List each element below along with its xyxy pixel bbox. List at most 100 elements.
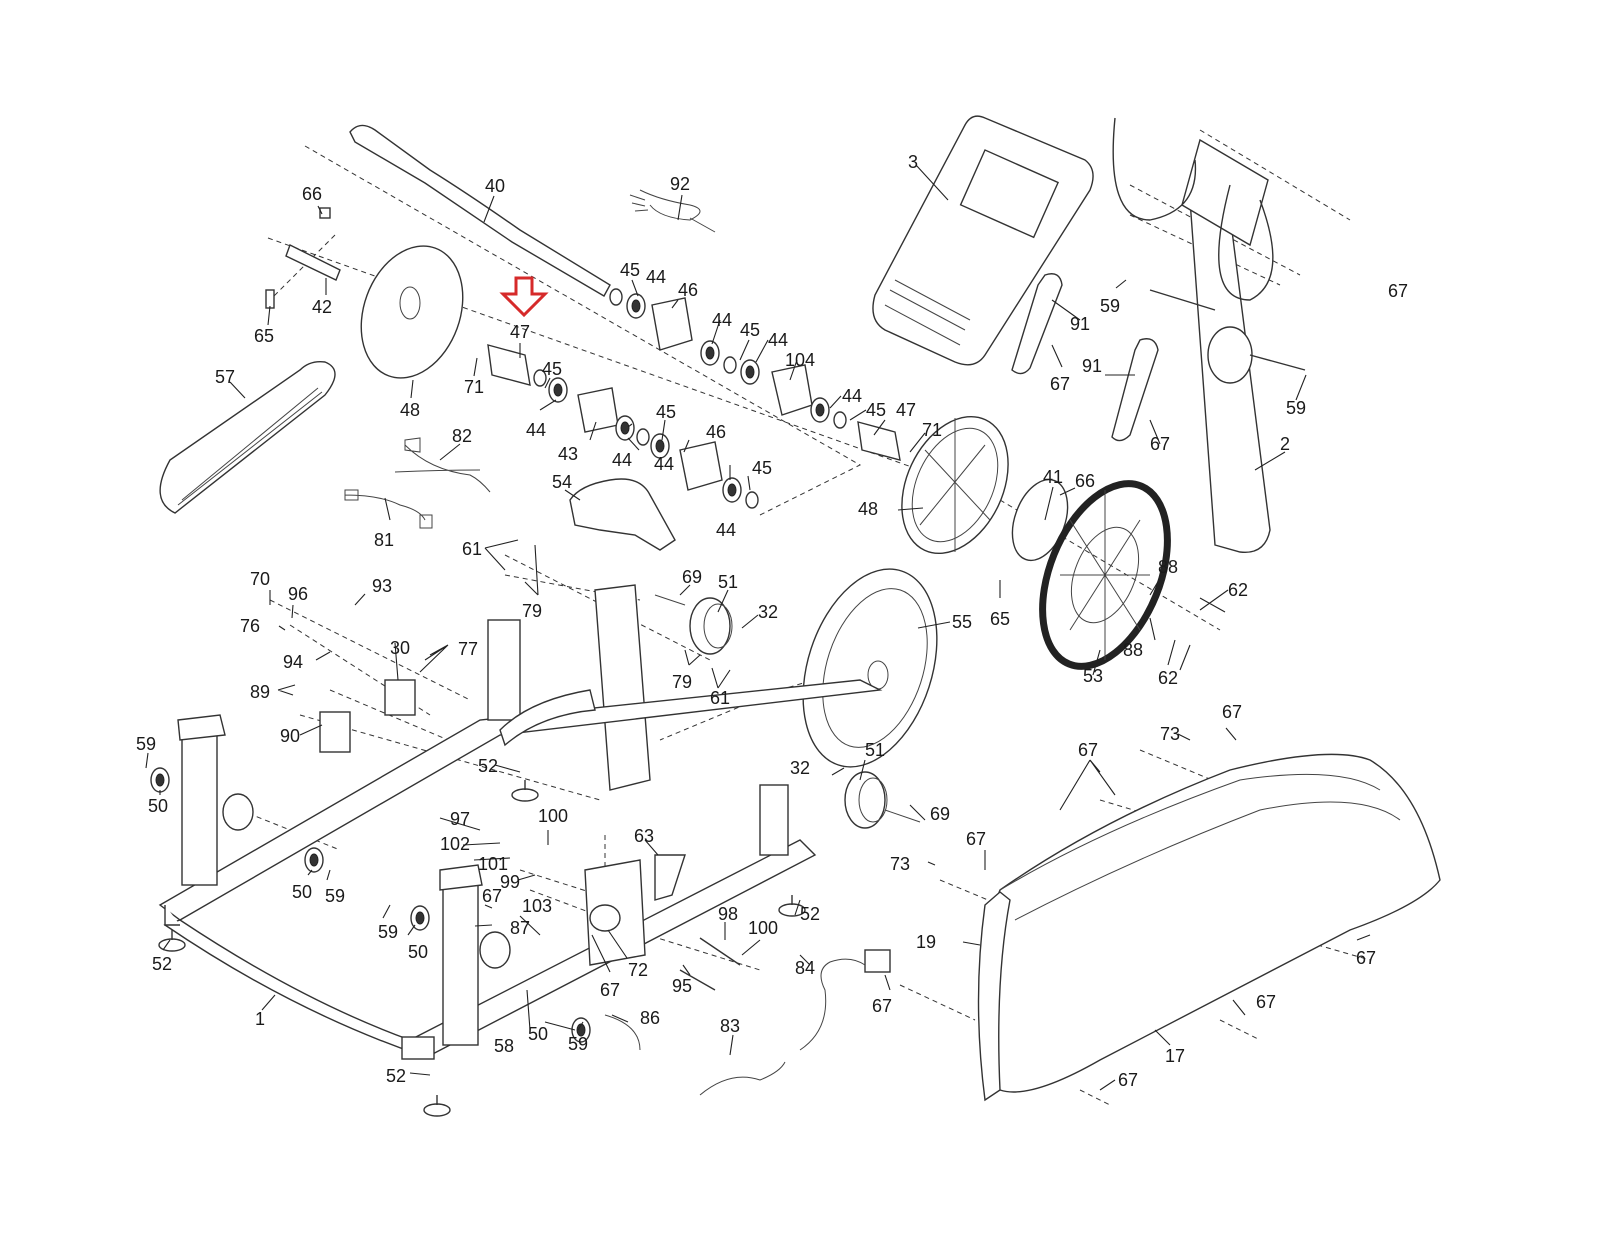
callout-67[interactable]: 67 <box>482 886 502 906</box>
callout-52[interactable]: 52 <box>800 904 820 924</box>
callout-50[interactable]: 50 <box>408 942 428 962</box>
callout-47[interactable]: 47 <box>896 400 916 420</box>
callout-72[interactable]: 72 <box>628 960 648 980</box>
callout-73[interactable]: 73 <box>890 854 910 874</box>
callout-48[interactable]: 48 <box>400 400 420 420</box>
callout-90[interactable]: 90 <box>280 726 300 746</box>
callout-42[interactable]: 42 <box>312 297 332 317</box>
callout-67[interactable]: 67 <box>1150 434 1170 454</box>
callout-55[interactable]: 55 <box>952 612 972 632</box>
callout-44[interactable]: 44 <box>716 520 736 540</box>
callout-91[interactable]: 91 <box>1082 356 1102 376</box>
callout-62[interactable]: 62 <box>1228 580 1248 600</box>
callout-50[interactable]: 50 <box>148 796 168 816</box>
callout-77[interactable]: 77 <box>458 639 478 659</box>
callout-44[interactable]: 44 <box>842 386 862 406</box>
callout-45[interactable]: 45 <box>656 402 676 422</box>
callout-67[interactable]: 67 <box>966 829 986 849</box>
callout-3[interactable]: 3 <box>908 152 918 172</box>
callout-84[interactable]: 84 <box>795 958 815 978</box>
callout-103[interactable]: 103 <box>522 896 552 916</box>
callout-76[interactable]: 76 <box>240 616 260 636</box>
callout-61[interactable]: 61 <box>462 539 482 559</box>
callout-46[interactable]: 46 <box>678 280 698 300</box>
callout-100[interactable]: 100 <box>748 918 778 938</box>
callout-54[interactable]: 54 <box>552 472 572 492</box>
callout-44[interactable]: 44 <box>612 450 632 470</box>
callout-79[interactable]: 79 <box>522 601 542 621</box>
callout-69[interactable]: 69 <box>930 804 950 824</box>
callout-19[interactable]: 19 <box>916 932 936 952</box>
callout-104[interactable]: 104 <box>785 350 815 370</box>
callout-63[interactable]: 63 <box>634 826 654 846</box>
callout-44[interactable]: 44 <box>526 420 546 440</box>
callout-32[interactable]: 32 <box>790 758 810 778</box>
callout-62[interactable]: 62 <box>1158 668 1178 688</box>
callout-79[interactable]: 79 <box>672 672 692 692</box>
callout-59[interactable]: 59 <box>136 734 156 754</box>
callout-82[interactable]: 82 <box>452 426 472 446</box>
callout-40[interactable]: 40 <box>485 176 505 196</box>
callout-45[interactable]: 45 <box>620 260 640 280</box>
callout-67[interactable]: 67 <box>1050 374 1070 394</box>
callout-96[interactable]: 96 <box>288 584 308 604</box>
callout-59[interactable]: 59 <box>378 922 398 942</box>
callout-88[interactable]: 88 <box>1123 640 1143 660</box>
callout-50[interactable]: 50 <box>528 1024 548 1044</box>
callout-67[interactable]: 67 <box>1256 992 1276 1012</box>
callout-47[interactable]: 47 <box>510 322 530 342</box>
callout-91[interactable]: 91 <box>1070 314 1090 334</box>
callout-73[interactable]: 73 <box>1160 724 1180 744</box>
callout-48[interactable]: 48 <box>858 499 878 519</box>
callout-87[interactable]: 87 <box>510 918 530 938</box>
callout-67[interactable]: 67 <box>1222 702 1242 722</box>
callout-44[interactable]: 44 <box>654 454 674 474</box>
callout-45[interactable]: 45 <box>866 400 886 420</box>
callout-70[interactable]: 70 <box>250 569 270 589</box>
callout-41[interactable]: 41 <box>1043 467 1063 487</box>
callout-66[interactable]: 66 <box>302 184 322 204</box>
callout-86[interactable]: 86 <box>640 1008 660 1028</box>
callout-71[interactable]: 71 <box>922 420 942 440</box>
callout-69[interactable]: 69 <box>682 567 702 587</box>
callout-32[interactable]: 32 <box>758 602 778 622</box>
callout-88[interactable]: 88 <box>1158 557 1178 577</box>
callout-92[interactable]: 92 <box>670 174 690 194</box>
callout-45[interactable]: 45 <box>542 359 562 379</box>
callout-45[interactable]: 45 <box>752 458 772 478</box>
callout-95[interactable]: 95 <box>672 976 692 996</box>
callout-97[interactable]: 97 <box>450 809 470 829</box>
callout-44[interactable]: 44 <box>712 310 732 330</box>
callout-101[interactable]: 101 <box>478 854 508 874</box>
callout-59[interactable]: 59 <box>1286 398 1306 418</box>
callout-65[interactable]: 65 <box>254 326 274 346</box>
callout-59[interactable]: 59 <box>325 886 345 906</box>
callout-67[interactable]: 67 <box>600 980 620 1000</box>
callout-1[interactable]: 1 <box>255 1009 265 1029</box>
callout-61[interactable]: 61 <box>710 688 730 708</box>
callout-57[interactable]: 57 <box>215 367 235 387</box>
callout-102[interactable]: 102 <box>440 834 470 854</box>
callout-89[interactable]: 89 <box>250 682 270 702</box>
callout-43[interactable]: 43 <box>558 444 578 464</box>
callout-65[interactable]: 65 <box>990 609 1010 629</box>
callout-59[interactable]: 59 <box>568 1034 588 1054</box>
callout-51[interactable]: 51 <box>865 740 885 760</box>
callout-66[interactable]: 66 <box>1075 471 1095 491</box>
callout-100[interactable]: 100 <box>538 806 568 826</box>
callout-93[interactable]: 93 <box>372 576 392 596</box>
callout-46[interactable]: 46 <box>706 422 726 442</box>
callout-30[interactable]: 30 <box>390 638 410 658</box>
callout-44[interactable]: 44 <box>646 267 666 287</box>
callout-53[interactable]: 53 <box>1083 666 1103 686</box>
callout-58[interactable]: 58 <box>494 1036 514 1056</box>
callout-44[interactable]: 44 <box>768 330 788 350</box>
callout-67[interactable]: 67 <box>1118 1070 1138 1090</box>
callout-94[interactable]: 94 <box>283 652 303 672</box>
callout-67[interactable]: 67 <box>872 996 892 1016</box>
callout-45[interactable]: 45 <box>740 320 760 340</box>
callout-59[interactable]: 59 <box>1100 296 1120 316</box>
callout-2[interactable]: 2 <box>1280 434 1290 454</box>
callout-67[interactable]: 67 <box>1078 740 1098 760</box>
callout-52[interactable]: 52 <box>386 1066 406 1086</box>
